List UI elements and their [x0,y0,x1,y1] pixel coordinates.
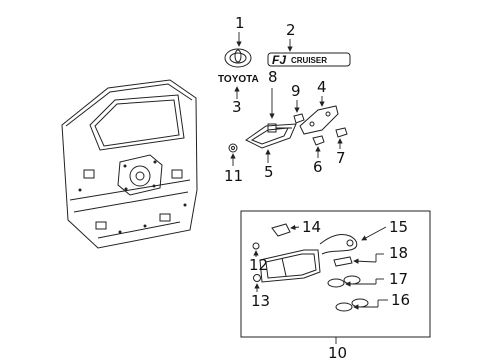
callout-18: 18 [389,244,408,262]
callout-11: 11 [224,167,243,185]
lamp-assembly-box [240,210,431,338]
callout-8: 8 [268,68,278,86]
nut-part [228,143,238,153]
callout-14: 14 [302,218,321,236]
callout-17: 17 [389,270,408,288]
callout-12: 12 [249,256,268,274]
back-door-panel [61,79,198,249]
toyota-lettering: TOYOTA [218,74,259,85]
fj-badge-prefix: FJ [272,53,286,67]
handle-bracket [299,105,339,135]
callout-13: 13 [251,292,270,310]
retainer-clip [312,135,325,146]
cruiser-badge-text: CRUISER [291,56,327,65]
clip-part [293,113,305,124]
fj-cruiser-badge: FJ CRUISER [267,52,351,67]
callout-3: 3 [232,98,242,116]
toyota-emblem [224,48,252,68]
callout-6: 6 [313,158,323,176]
callout-2: 2 [286,21,296,39]
callout-4: 4 [317,78,327,96]
callout-16: 16 [391,291,410,309]
callout-5: 5 [264,163,274,181]
callout-9: 9 [291,82,301,100]
callout-7: 7 [336,149,346,167]
callout-15: 15 [389,218,408,236]
callout-10: 10 [328,344,347,360]
garnish-part [245,123,297,149]
nut-clip [335,127,348,138]
callout-1: 1 [235,14,245,32]
